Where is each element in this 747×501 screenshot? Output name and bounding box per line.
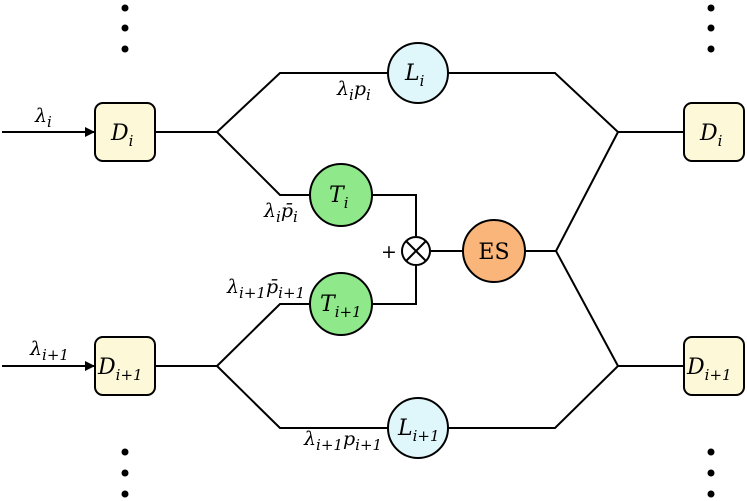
svg-text:Di: Di	[699, 121, 723, 150]
ellipsis-top-left	[121, 4, 129, 53]
ellipsis-top-right	[707, 4, 715, 53]
node-l-i: Li	[387, 42, 449, 104]
node-es: ES	[462, 219, 526, 283]
svg-text:Di+1: Di+1	[97, 355, 143, 384]
label-lambda-i1: λi+1	[29, 338, 69, 364]
svg-text:Di+1: Di+1	[686, 355, 732, 384]
ellipsis-bottom-right	[707, 448, 715, 498]
label-rate-t-i1: λi+1p̄i+1	[226, 276, 305, 302]
node-d-i1-left: Di+1	[94, 336, 156, 396]
node-d-i-left: Di	[94, 102, 156, 162]
ellipsis-bottom-left	[121, 448, 129, 498]
combiner-node	[401, 236, 431, 266]
connectors	[155, 72, 683, 429]
label-rate-t-i: λip̄i	[263, 200, 298, 226]
label-rate-l-i: λipi	[336, 78, 371, 104]
node-d-i1-right: Di+1	[683, 336, 745, 396]
svg-text:Ti+1: Ti+1	[320, 292, 362, 321]
svg-text:Li+1: Li+1	[397, 416, 440, 445]
svg-text:Li: Li	[404, 61, 425, 90]
node-d-i-right: Di	[683, 102, 745, 162]
node-t-i1: Ti+1	[309, 272, 373, 336]
svg-text:Ti: Ti	[329, 183, 349, 212]
plus-sign: +	[381, 241, 397, 263]
node-t-i: Ti	[309, 163, 373, 227]
label-rate-l-i1: λi+1pi+1	[303, 428, 382, 454]
svg-text:Di: Di	[110, 121, 134, 150]
svg-text:ES: ES	[478, 240, 509, 265]
node-l-i1: Li+1	[387, 397, 449, 459]
label-lambda-i: λi	[34, 105, 52, 131]
